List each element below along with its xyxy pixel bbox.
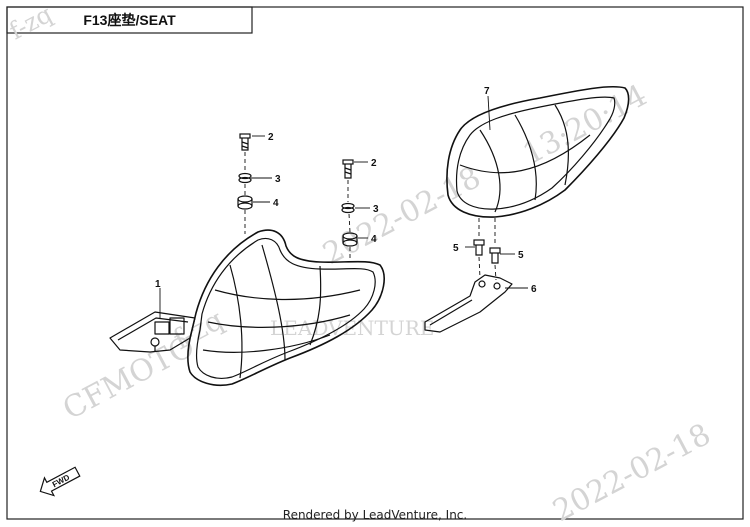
rider-seat xyxy=(109,229,385,387)
watermark-time: 13:20:14 xyxy=(517,78,652,172)
passenger-seat xyxy=(446,85,630,218)
bolt-rear-left xyxy=(473,239,485,256)
grommet-middle xyxy=(342,232,358,247)
diagram-title: F13座垫/SEAT xyxy=(83,12,176,28)
callout-3-left: 3 xyxy=(275,174,281,185)
callout-4-middle: 4 xyxy=(371,234,377,245)
title-box-border xyxy=(6,6,253,34)
assembly-lines xyxy=(244,152,497,281)
callout-1: 1 xyxy=(155,279,161,290)
callout-4-left: 4 xyxy=(273,198,279,209)
callout-3-middle: 3 xyxy=(373,204,379,215)
fasteners xyxy=(237,133,501,264)
watermark-layer: CFMOTO f-zq 2022-02-18 13:20:14 2022-02-… xyxy=(5,0,717,527)
callout-5-right: 5 xyxy=(518,250,524,261)
washer-middle xyxy=(341,202,355,214)
callout-labels: 1 2 3 4 2 3 4 5 5 6 7 xyxy=(155,86,537,295)
bolt-middle xyxy=(342,159,354,179)
grommet-left xyxy=(237,195,253,210)
callout-6: 6 xyxy=(531,284,537,295)
washer-left xyxy=(238,172,252,184)
callout-2-left: 2 xyxy=(268,132,274,143)
bolt-rear-right xyxy=(489,247,501,264)
watermark-date: 2022-02-18 xyxy=(317,160,486,272)
rear-bracket xyxy=(424,274,513,333)
callout-2-middle: 2 xyxy=(371,158,377,169)
callout-7: 7 xyxy=(484,86,490,97)
bolt-left xyxy=(239,133,251,151)
diagram-border xyxy=(6,6,744,520)
callout-5-left: 5 xyxy=(453,243,459,254)
fwd-arrow: FWD xyxy=(39,466,81,497)
leader-lines xyxy=(159,95,528,318)
render-credit: Rendered by LeadVenture, Inc. xyxy=(282,508,468,522)
